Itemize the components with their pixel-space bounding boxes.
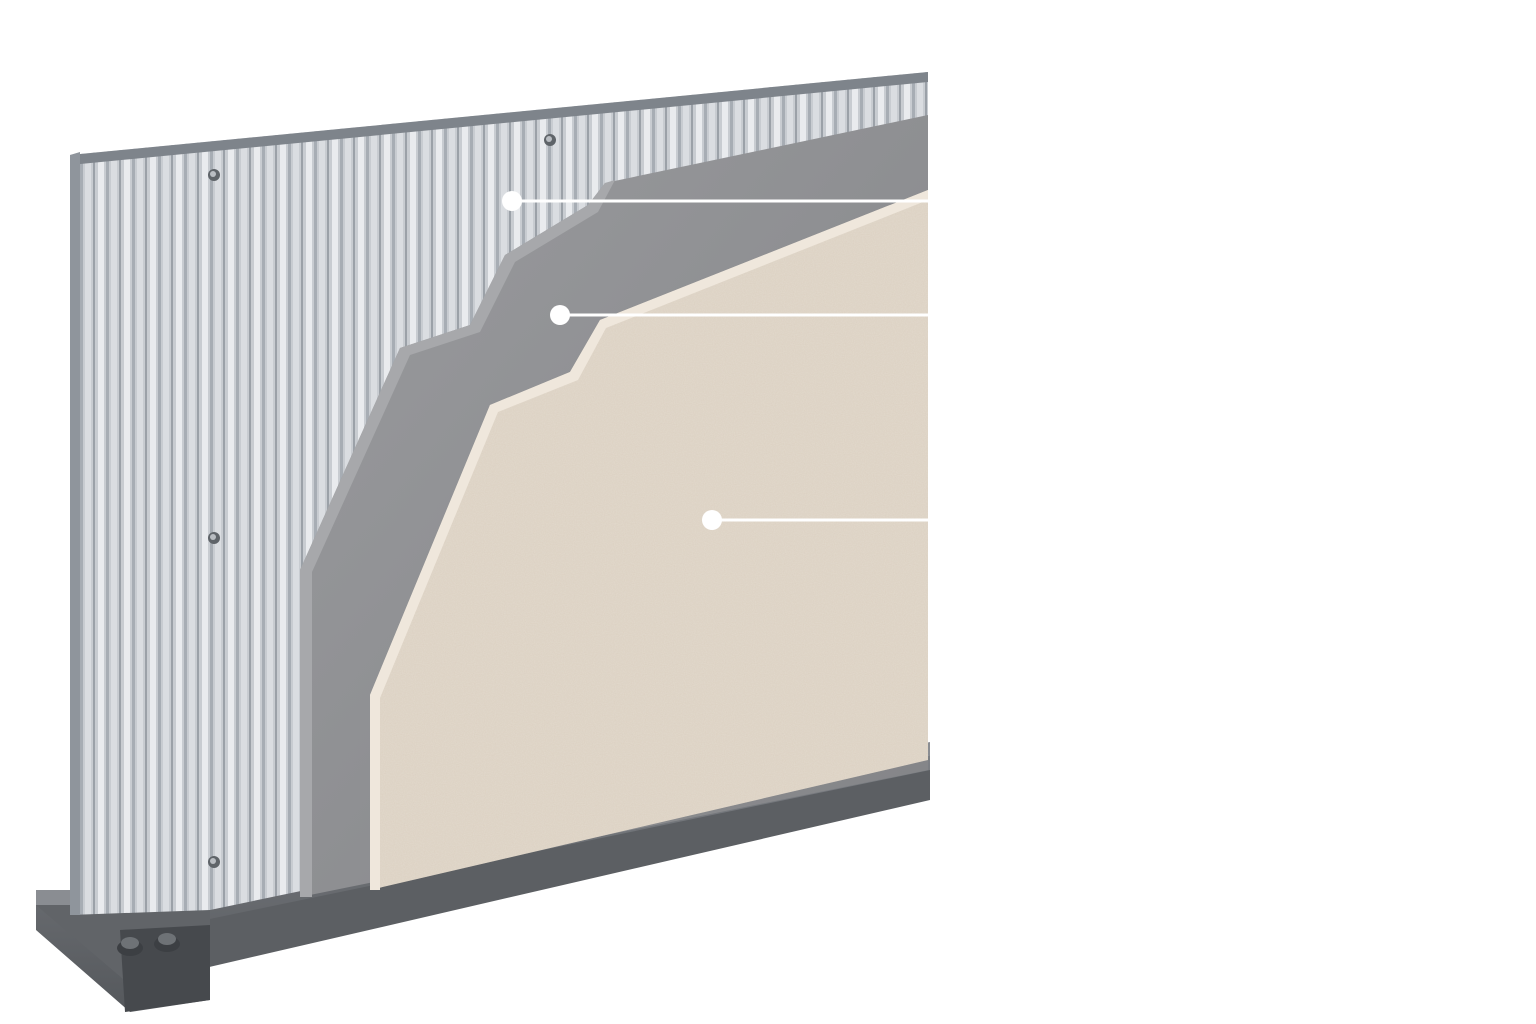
bolt-right: [154, 933, 180, 952]
screw-3: [208, 532, 220, 544]
bolt-left: [117, 937, 143, 956]
screw-4: [208, 856, 220, 868]
screw-1: [208, 169, 220, 181]
textured-finish-layer: [370, 190, 928, 890]
callout-cement-board: [550, 305, 930, 325]
bottom-track: [36, 742, 930, 1012]
screw-2: [544, 134, 556, 146]
callout-metal-cladding: [502, 191, 930, 211]
callout-textured-finish: [702, 510, 930, 530]
